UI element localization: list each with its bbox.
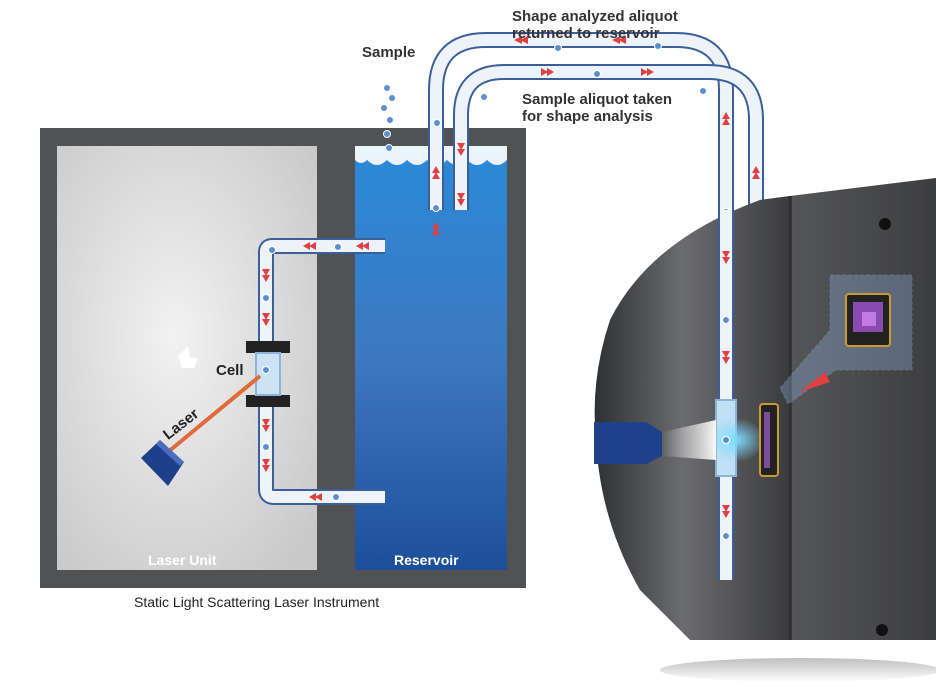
scatter-icon (178, 346, 198, 368)
cell-clamp-top (246, 341, 290, 353)
sample-label: Sample (362, 44, 416, 61)
device-panel (760, 178, 936, 640)
cell-label: Cell (216, 362, 244, 379)
device-cell-glow (706, 418, 766, 462)
sample-drops (380, 84, 396, 152)
device-screw-bottom (876, 624, 888, 636)
light-source-icon (594, 422, 662, 464)
loop-particles (262, 243, 342, 501)
device-cell-particle (722, 436, 730, 444)
detector-sensor (764, 412, 770, 468)
loop-flow-arrows (262, 242, 369, 501)
taken-label-line1: Sample aliquot taken (522, 91, 673, 108)
take-tube-inner (455, 66, 762, 210)
cell-clamp-bottom (246, 395, 290, 407)
instrument-caption: Static Light Scattering Laser Instrument (134, 594, 380, 610)
taken-label-line2: for shape analysis (522, 108, 653, 125)
cell-particle (262, 366, 270, 374)
returned-label-line1: Shape analyzed aliquot (512, 8, 678, 25)
reservoir-label: Reservoir (394, 552, 459, 568)
device-screw-top (879, 218, 891, 230)
sensor-chip-core (862, 312, 876, 326)
device-particles (722, 316, 730, 540)
laser-unit-label: Laser Unit (148, 552, 217, 568)
returned-label-line2: returned to reservoir (512, 25, 660, 42)
device-body (594, 196, 790, 640)
callout-arrow-icon (800, 372, 830, 392)
device-flow-arrows (722, 251, 730, 518)
laser-emitter-highlight (156, 440, 184, 466)
device-seam (789, 196, 792, 640)
light-beam (662, 420, 716, 460)
device-reflection (660, 658, 936, 682)
laser-emitter-icon (141, 440, 184, 486)
cell (255, 352, 281, 396)
laser-beam (166, 374, 262, 454)
